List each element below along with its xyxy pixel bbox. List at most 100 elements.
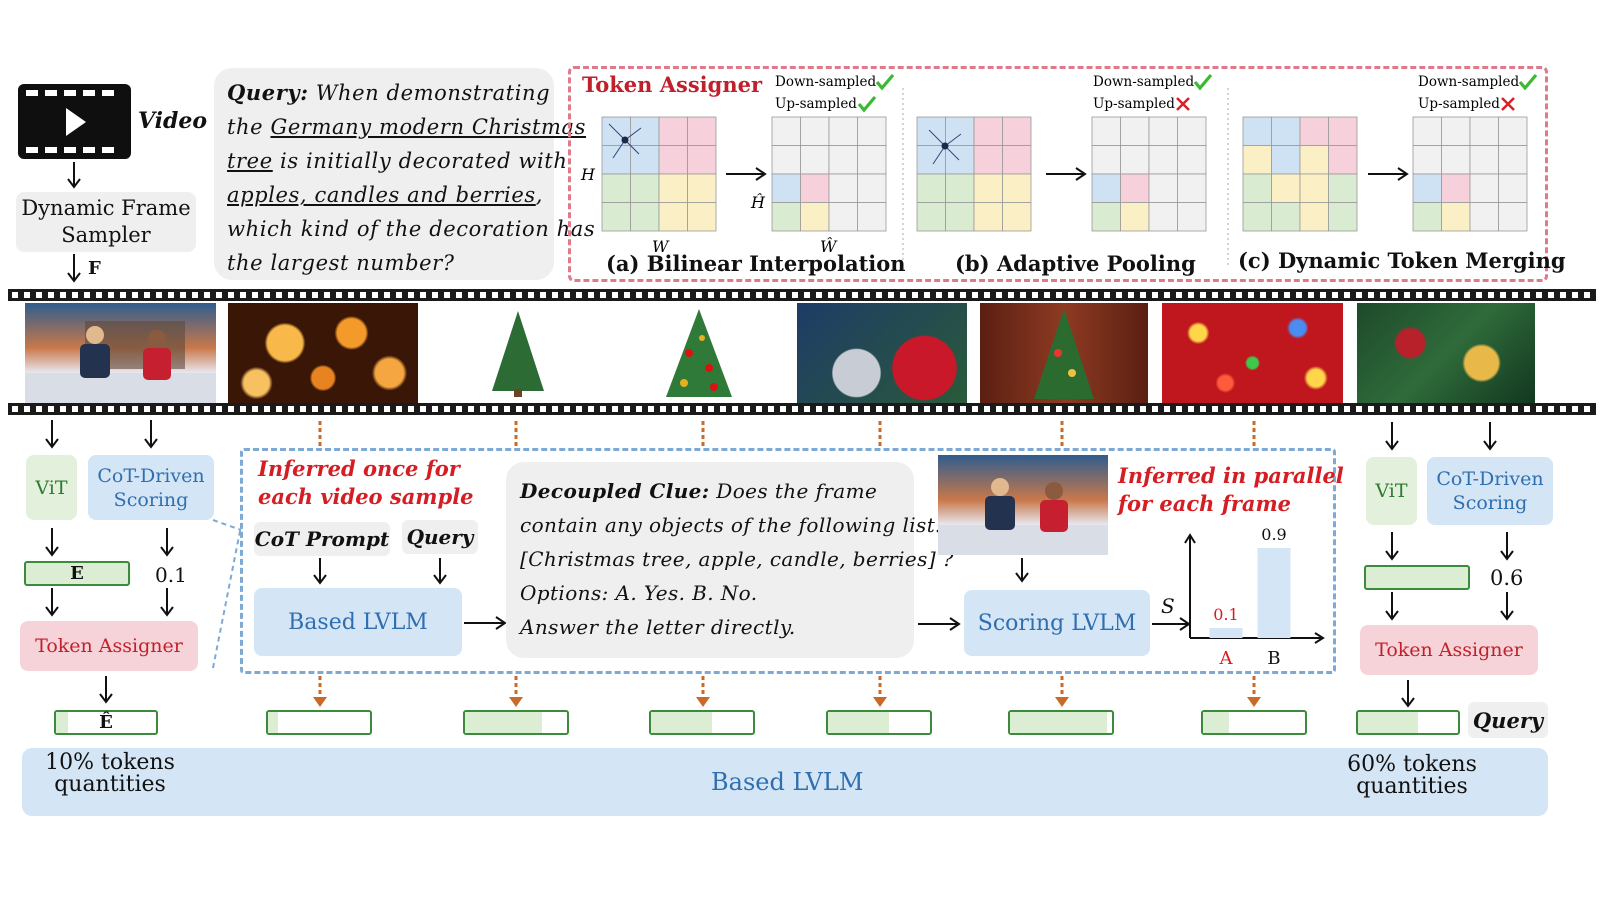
left-token-assigner-box: Token Assigner [20, 621, 198, 671]
check-path [875, 73, 895, 91]
frame-token-fill [465, 712, 542, 733]
frame-connector-arrow-0 [313, 697, 327, 707]
check-icon [1518, 73, 1538, 91]
interp-dot [621, 136, 629, 144]
decoupled-clue-box: Decoupled Clue: Does the frame contain a… [506, 462, 954, 658]
detail-news-thumbnail [938, 455, 1108, 555]
legend-a-up-label: Up-sampled [775, 96, 857, 112]
cross-icon [1501, 97, 1515, 111]
legend-a-down-label: Down-sampled [775, 74, 876, 90]
grid-cell [601, 202, 631, 232]
video-label: Video [138, 108, 208, 134]
grid-cell [1148, 116, 1178, 146]
grid-cell [1469, 116, 1499, 146]
grid-cell [771, 173, 801, 203]
grid-cell [630, 173, 660, 203]
grid-cell [1242, 145, 1272, 175]
grid-cell [916, 116, 946, 146]
grid-cell [1271, 173, 1301, 203]
right-tokens-quantity: 60% tokens quantities [1332, 754, 1492, 798]
sampler-line2: Sampler [61, 223, 151, 247]
right-cot-scoring-box: CoT-Driven Scoring [1427, 457, 1553, 525]
grid-cell [1441, 202, 1471, 232]
score-bar-chart: 0.1A0.9B [1184, 526, 1325, 669]
right-token-fill [1358, 712, 1418, 733]
interp-dot [941, 142, 949, 150]
grid-cell [1469, 202, 1499, 232]
transform-arrow-icon [1368, 167, 1409, 181]
tick-label-A: A [1219, 648, 1234, 669]
legend-c-down-label: Down-sampled [1418, 74, 1519, 90]
cross-icon [1176, 97, 1190, 111]
grid-c-output [1412, 116, 1528, 232]
bottom-based-lvlm-label: Based LVLM [711, 768, 864, 796]
right-arrow-to-bar [1401, 680, 1415, 708]
clue-label: Decoupled Clue: [520, 479, 710, 503]
cot-prompt-tag: CoT Prompt [254, 522, 390, 556]
clue-line1: Does the frame [709, 479, 878, 503]
grid-cell [1498, 116, 1528, 146]
grid-cell [973, 173, 1003, 203]
right-token-assigner-box: Token Assigner [1360, 625, 1538, 675]
frame-token-fill [1203, 712, 1229, 733]
grid-cell [1299, 116, 1329, 146]
interp-line [608, 123, 626, 141]
grid-cell [1002, 173, 1032, 203]
frame-token-fill [268, 712, 279, 733]
film-strip-top [8, 289, 1596, 301]
frame-connector-arrow-4 [1055, 697, 1069, 707]
bottom-based-lvlm-bar [22, 748, 1548, 816]
grid-cell [1177, 202, 1207, 232]
interp-line [928, 129, 946, 147]
x-axis-head [1314, 632, 1325, 644]
left-tokens-line1: 10% tokens [45, 750, 175, 775]
grid-cell [687, 173, 717, 203]
query-line1: When demonstrating [308, 81, 551, 105]
film-strip-bottom [8, 403, 1596, 415]
inferred-once-line1: Inferred once for [258, 456, 460, 481]
grid-cell [658, 173, 688, 203]
token-assigner-title: Token Assigner [582, 72, 763, 97]
data-label-B: 0.9 [1261, 526, 1286, 544]
right-token-bar [1356, 710, 1460, 735]
grid-cell [857, 145, 887, 175]
interp-line [932, 145, 946, 165]
frame-room-tree [980, 303, 1148, 403]
grid-b-input [916, 116, 1032, 232]
grid-cell [630, 202, 660, 232]
grid-cell [857, 173, 887, 203]
dynamic-frame-sampler: Dynamic Frame Sampler [16, 192, 196, 252]
frame-news-studio [25, 303, 216, 403]
grid-cell [658, 145, 688, 175]
left-cot-scoring-box: CoT-Driven Scoring [88, 455, 214, 520]
frame-plain-tree [430, 303, 600, 403]
cross-b [1501, 97, 1515, 111]
grid-cell [1328, 145, 1358, 175]
parallel-line2: for each frame [1118, 491, 1292, 516]
grid-cell [1120, 145, 1150, 175]
inferred-once-label: Inferred once for each video sample [258, 455, 474, 511]
left-e-bar: E [24, 561, 130, 586]
frame-token-bar [463, 710, 569, 735]
left-ehat-label: Ê [99, 712, 113, 733]
grid-cell [945, 202, 975, 232]
grid-cell [630, 116, 660, 146]
check-icon [1193, 73, 1213, 91]
left-cot-line1: CoT-Driven [97, 464, 205, 487]
grid-cell [1120, 202, 1150, 232]
grid-cell [771, 116, 801, 146]
inference-detail-panel [240, 448, 1336, 674]
cross-b [1176, 97, 1190, 111]
detail-query-tag: Query [402, 520, 478, 554]
grid-cell [1441, 173, 1471, 203]
grid-cell [601, 173, 631, 203]
query-line3: is initially decorated with [272, 149, 568, 173]
grid-cell [800, 116, 830, 146]
arrow-head [1075, 167, 1087, 181]
frame-token-fill [828, 712, 890, 733]
frame-connector-arrow-1 [509, 697, 523, 707]
grid-cell [1498, 202, 1528, 232]
arrow-head [1397, 167, 1409, 181]
check-icon [875, 73, 895, 91]
s-label: S [1161, 594, 1175, 618]
